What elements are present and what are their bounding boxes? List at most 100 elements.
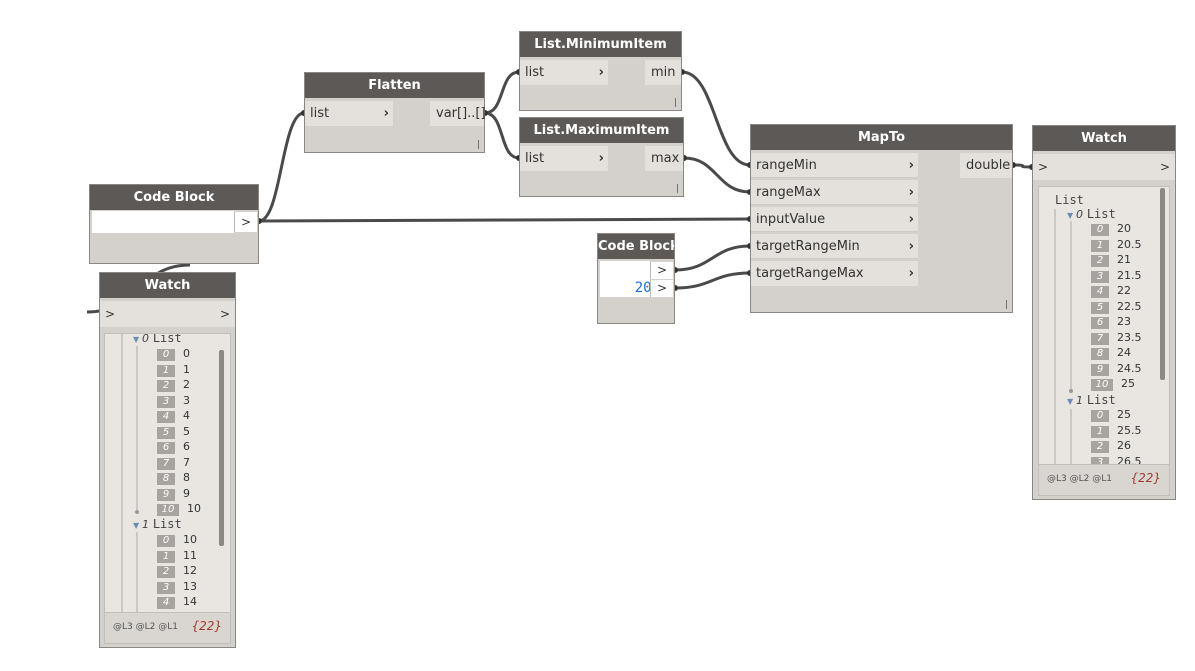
list-label: List — [152, 333, 182, 345]
connector-wire[interactable] — [681, 70, 751, 167]
collapse-triangle-icon[interactable]: ▼ — [133, 335, 140, 344]
output-port-arrow[interactable]: > — [1159, 160, 1170, 174]
list-index: 1 — [142, 518, 149, 531]
item-index: 8 — [157, 473, 175, 485]
input-port-list[interactable]: list› — [520, 146, 608, 171]
collapse-triangle-icon[interactable]: ▼ — [133, 521, 140, 530]
list-node-1[interactable]: ▼1 List — [1067, 393, 1116, 407]
item-value: 20 — [1117, 222, 1131, 235]
node-title: Code Block — [598, 234, 674, 259]
connector-wire[interactable] — [674, 244, 751, 272]
output-port-min[interactable]: min — [645, 60, 681, 85]
list-node-0[interactable]: ▼0 List — [133, 333, 182, 345]
lacing-marker: | — [476, 140, 480, 150]
output-port-arrow[interactable]: > — [219, 307, 230, 321]
list-root[interactable]: List — [1055, 193, 1084, 207]
item-value: 22.5 — [1117, 299, 1142, 313]
item-index: 2 — [1091, 255, 1109, 267]
port-label: list — [525, 65, 545, 80]
chevron-right-icon: › — [908, 158, 914, 173]
list-maximum-item-node[interactable]: List.MaximumItem list› max | — [519, 117, 684, 197]
connector-wire[interactable] — [683, 156, 751, 194]
list-levels[interactable]: @L3 @L2 @L1 — [1047, 474, 1112, 484]
connector-wire[interactable] — [484, 70, 520, 115]
input-port-targetrangemax[interactable]: targetRangeMax› — [751, 261, 918, 286]
input-port-list[interactable]: list› — [520, 60, 608, 85]
input-port-inputvalue[interactable]: inputValue› — [751, 207, 918, 232]
list-node-1[interactable]: ▼1 List — [133, 517, 182, 531]
output-port-button[interactable]: > — [650, 262, 673, 279]
list-node-0[interactable]: ▼0 List — [1067, 207, 1116, 221]
output-port-max[interactable]: max — [645, 146, 683, 171]
input-port-list[interactable]: list› — [305, 101, 393, 126]
code-editor[interactable]: {0..10, 10..20}; — [92, 211, 234, 233]
input-port-rangemax[interactable]: rangeMax› — [751, 180, 918, 205]
item-index: 1 — [1091, 239, 1109, 252]
output-port-button[interactable]: > — [650, 280, 673, 297]
code-block-node-2[interactable]: Code Block 20; 30; > > — [597, 233, 675, 324]
item-value: 25 — [1117, 408, 1131, 421]
input-port-arrow[interactable]: > — [105, 307, 116, 321]
input-port-arrow[interactable]: > — [1038, 160, 1049, 174]
flatten-node[interactable]: Flatten list› var[]..[] | — [304, 72, 486, 153]
input-port-rangemin[interactable]: rangeMin› — [751, 153, 918, 178]
collapse-triangle-icon[interactable]: ▼ — [1067, 397, 1074, 406]
collapse-triangle-icon[interactable]: ▼ — [1067, 211, 1074, 220]
code-editor[interactable]: 20; 30; — [600, 261, 650, 297]
output-port-var[interactable]: var[]..[] — [430, 101, 486, 126]
code-block-node[interactable]: Code Block {0..10, 10..20}; > — [89, 184, 259, 264]
connector-wire[interactable] — [674, 271, 751, 290]
item-value: 24 — [1117, 346, 1131, 359]
mapto-node[interactable]: MapTo rangeMin› rangeMax› inputValue› ta… — [750, 124, 1013, 313]
connector-wire[interactable] — [1012, 163, 1033, 169]
list-minimum-item-node[interactable]: List.MinimumItem list› min | — [519, 31, 682, 111]
connector-wire[interactable] — [484, 111, 520, 160]
connector-wire[interactable] — [258, 111, 305, 223]
item-index: 3 — [157, 395, 175, 408]
output-port-button[interactable]: > — [234, 212, 257, 232]
scrollbar[interactable] — [1160, 188, 1165, 380]
input-port-targetrangemin[interactable]: targetRangeMin› — [751, 234, 918, 259]
list-label: List — [1086, 207, 1116, 221]
connector-wire[interactable] — [258, 217, 751, 223]
item-index: 1 — [157, 550, 175, 563]
watch-port-row: > > — [1033, 154, 1175, 180]
list-levels[interactable]: @L3 @L2 @L1 — [113, 622, 178, 632]
scrollbar[interactable] — [219, 350, 224, 546]
output-port-double[interactable]: double — [960, 153, 1012, 178]
